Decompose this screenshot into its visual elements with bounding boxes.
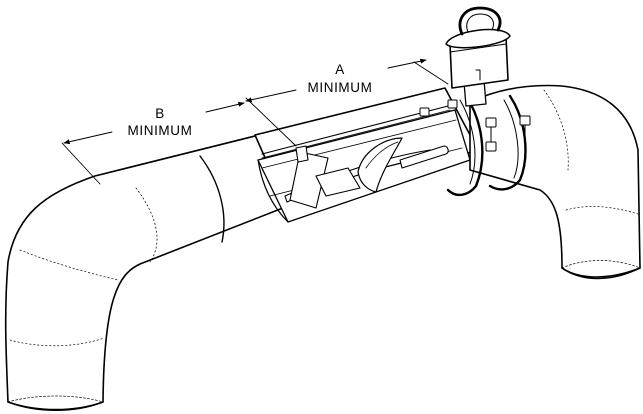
right-elbow-seam — [565, 206, 639, 215]
damper-rod — [399, 145, 449, 169]
clamp-band-right-inner — [503, 99, 519, 179]
dim-a-extension-left — [245, 97, 297, 147]
dim-b-extension-left — [61, 142, 101, 185]
dim-a-letter: A — [335, 62, 345, 77]
left-elbow-seam-1 — [9, 337, 105, 347]
cutaway-left-face — [257, 159, 289, 223]
clamp-bolts — [419, 99, 531, 152]
dim-a-arrow-left — [245, 89, 297, 103]
left-elbow-pipe — [4, 130, 289, 412]
left-elbow-opening — [7, 401, 104, 411]
dim-b-minimum-label: MINIMUM — [128, 123, 193, 138]
clamp-band-left — [446, 94, 484, 197]
right-elbow-opening — [561, 267, 641, 280]
actuator-handle-ring-inner — [466, 13, 494, 33]
damper-top-rail-2 — [261, 109, 451, 159]
cutaway-window-inner — [261, 119, 457, 169]
rail-sensor — [295, 145, 309, 163]
damper-paddle-rib — [365, 141, 399, 169]
left-elbow-opening-back — [7, 395, 104, 403]
damper-paddle — [357, 137, 403, 193]
actuator-detail — [475, 69, 481, 81]
right-elbow-seam-2 — [543, 89, 569, 171]
actuator-body-edge — [449, 43, 507, 53]
dim-a-extension-right — [413, 61, 449, 85]
damper-top-rail — [261, 105, 449, 155]
dim-a-arrow-right — [387, 58, 427, 69]
clamp-band-left-inner — [459, 99, 476, 185]
dim-b-arrow-left — [63, 131, 113, 145]
right-elbow-opening-back — [561, 260, 641, 269]
dim-a-minimum-label: MINIMUM — [308, 80, 373, 95]
actuator-handle-ring — [458, 6, 502, 36]
dim-b-arrow-right — [205, 101, 245, 113]
left-pipe-seam-3 — [135, 187, 158, 263]
damper-blade-left — [289, 151, 329, 209]
dim-b-letter: B — [155, 106, 165, 121]
right-pipe — [469, 84, 641, 278]
left-pipe-coupling — [199, 155, 225, 243]
damper-blade-mid — [315, 167, 361, 197]
